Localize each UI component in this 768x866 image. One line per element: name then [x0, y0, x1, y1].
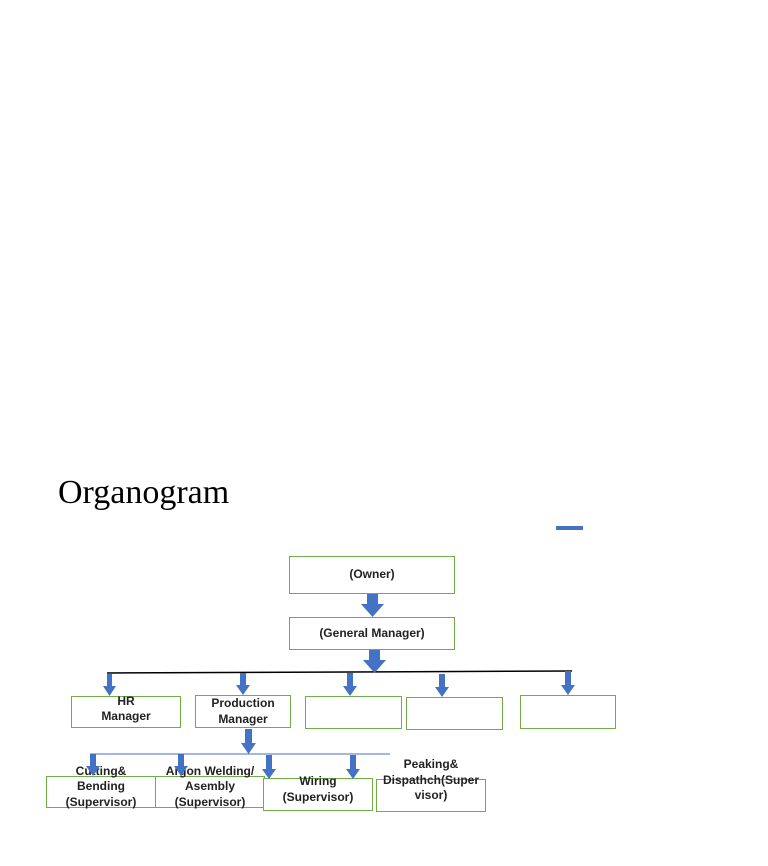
- arrow-to-empty-node-3: [561, 671, 575, 695]
- arrow-production-to-supervisors: [241, 729, 256, 754]
- empty-manager-node-1: [305, 696, 402, 729]
- arrow-to-wiring-left: [262, 755, 276, 779]
- empty-manager-node-3: [520, 695, 616, 729]
- production-manager-label: Production Manager: [211, 695, 275, 726]
- manager-connector-line: [106, 670, 573, 674]
- arrow-to-production-manager: [236, 673, 250, 695]
- owner-node: (Owner): [289, 556, 455, 594]
- arrow-gm-to-managers: [363, 650, 386, 673]
- general-manager-node: (General Manager): [289, 617, 455, 650]
- production-manager-node: Production Manager: [195, 695, 291, 728]
- empty-manager-node-2: [406, 697, 503, 730]
- wiring-node: Wiring (Supervisor): [263, 774, 373, 811]
- hr-manager-label: HR Manager: [101, 693, 151, 724]
- peaking-dispatch-label: Peaking& Dispathch(Super visor): [382, 757, 479, 803]
- peaking-dispatch-node: Peaking& Dispathch(Super visor): [376, 757, 486, 812]
- general-manager-label: (General Manager): [319, 625, 425, 640]
- arrow-to-hr-manager: [103, 674, 116, 696]
- arrow-to-empty-node-2: [435, 674, 449, 697]
- page-title: Organogram: [58, 474, 230, 511]
- arrow-to-empty-node-1: [343, 673, 357, 696]
- arrow-to-argon-welding: [174, 754, 188, 776]
- arrow-owner-to-gm: [361, 594, 384, 617]
- owner-label: (Owner): [349, 567, 395, 582]
- wiring-label: Wiring (Supervisor): [282, 773, 354, 804]
- arrow-to-cutting-bending: [86, 754, 100, 776]
- decorative-dash: [556, 526, 583, 530]
- arrow-to-wiring-right: [346, 755, 360, 779]
- hr-manager-node: HR Manager: [71, 693, 181, 728]
